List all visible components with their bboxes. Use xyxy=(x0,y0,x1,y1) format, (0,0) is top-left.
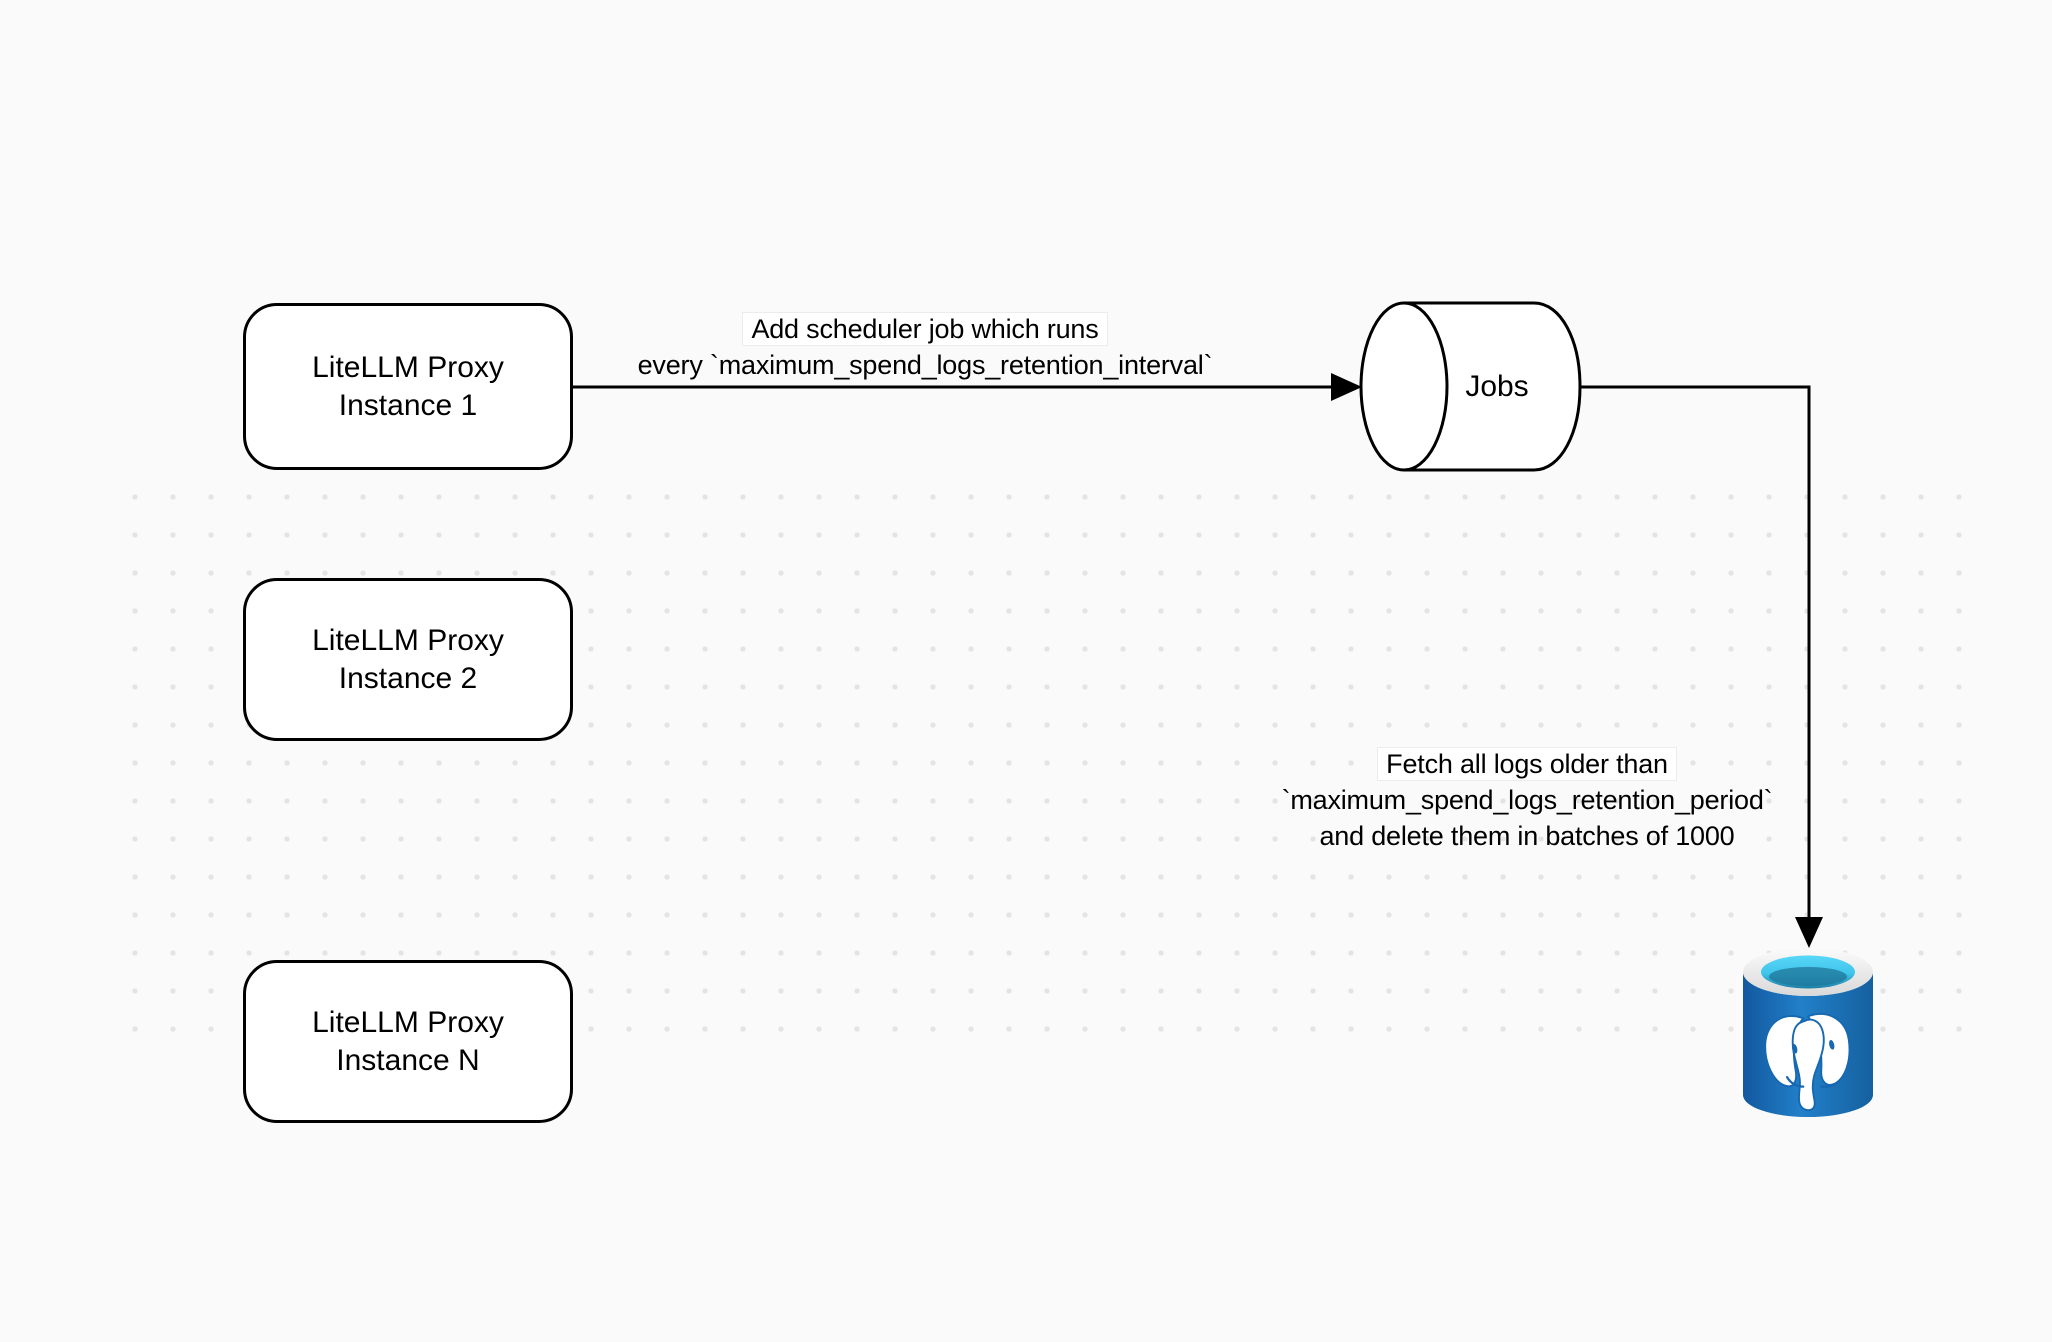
arrowhead-down-icon xyxy=(1795,917,1823,948)
edge-label-fetch-line2: `maximum_spend_logs_retention_period` xyxy=(1281,785,1773,815)
node-litellm-proxy-instance-n: LiteLLM Proxy Instance N xyxy=(243,960,573,1123)
edge-label-scheduler-line1: Add scheduler job which runs xyxy=(742,312,1108,346)
edge-label-fetch-line1: Fetch all logs older than xyxy=(1377,747,1677,781)
jobs-cylinder-shape xyxy=(1359,301,1582,472)
edge-label-scheduler: Add scheduler job which runs every `maxi… xyxy=(575,311,1275,383)
arrow-instance1-to-jobs xyxy=(573,373,1362,401)
node-label: LiteLLM Proxy Instance N xyxy=(312,1005,504,1077)
postgres-elephant-icon xyxy=(1764,1012,1851,1112)
edge-label-fetch: Fetch all logs older than `maximum_spend… xyxy=(1202,746,1852,854)
node-litellm-proxy-instance-1: LiteLLM Proxy Instance 1 xyxy=(243,303,573,470)
connector-jobs-to-postgres xyxy=(1580,385,1823,948)
edge-label-scheduler-line2: every `maximum_spend_logs_retention_inte… xyxy=(637,350,1213,380)
arrowhead-right-icon xyxy=(1331,373,1362,401)
edge-label-fetch-line3: and delete them in batches of 1000 xyxy=(1319,821,1735,851)
node-jobs-label: Jobs xyxy=(1465,370,1529,403)
node-label: LiteLLM Proxy Instance 2 xyxy=(312,623,504,695)
node-litellm-proxy-instance-2: LiteLLM Proxy Instance 2 xyxy=(243,578,573,741)
node-label: LiteLLM Proxy Instance 1 xyxy=(312,350,504,422)
postgres-db-icon xyxy=(1743,948,1873,1117)
